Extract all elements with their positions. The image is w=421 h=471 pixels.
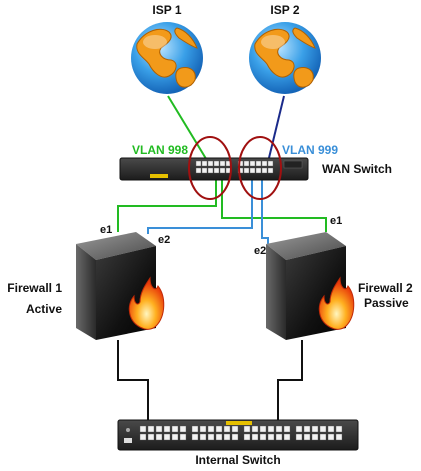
firewall-1-icon [75, 231, 165, 341]
vlan999-highlight-circle [238, 136, 282, 200]
fw2-e2-label: e2 [254, 245, 266, 257]
internal-switch-ports [139, 425, 343, 441]
wan-switch-icon [119, 157, 309, 181]
fw2-state-label: Passive [364, 296, 409, 310]
vlan999-label: VLAN 999 [282, 143, 338, 157]
firewall-2-icon [265, 231, 355, 341]
isp1-label: ISP 1 [152, 3, 181, 17]
isp2-label: ISP 2 [270, 3, 299, 17]
fw1-state-label: Active [26, 302, 62, 316]
wan-switch-ports [195, 160, 274, 174]
fw2-e1-label: e1 [330, 215, 342, 227]
wan-switch-label: WAN Switch [322, 162, 392, 176]
isp2-uplink [267, 95, 285, 163]
fw1-lan-link [117, 340, 149, 424]
vlan998-link-fw2 [221, 178, 327, 232]
vlan998-label: VLAN 998 [132, 143, 188, 157]
isp1-globe-icon [130, 21, 204, 95]
vlan998-highlight-circle [188, 136, 232, 200]
fw1-e1-label: e1 [100, 224, 112, 236]
fw2-lan-link [277, 340, 303, 424]
fw1-name-label: Firewall 1 [7, 281, 62, 295]
isp1-uplink [167, 95, 209, 163]
fw2-name-label: Firewall 2 [358, 281, 413, 295]
vlan998-link-fw1 [117, 178, 217, 232]
internal-switch-label: Internal Switch [195, 453, 280, 467]
internal-switch-icon [117, 419, 359, 451]
vlan999-link-fw1 [147, 178, 253, 234]
fw1-e2-label: e2 [158, 234, 170, 246]
isp2-globe-icon [248, 21, 322, 95]
vlan999-link-fw2 [261, 178, 269, 246]
